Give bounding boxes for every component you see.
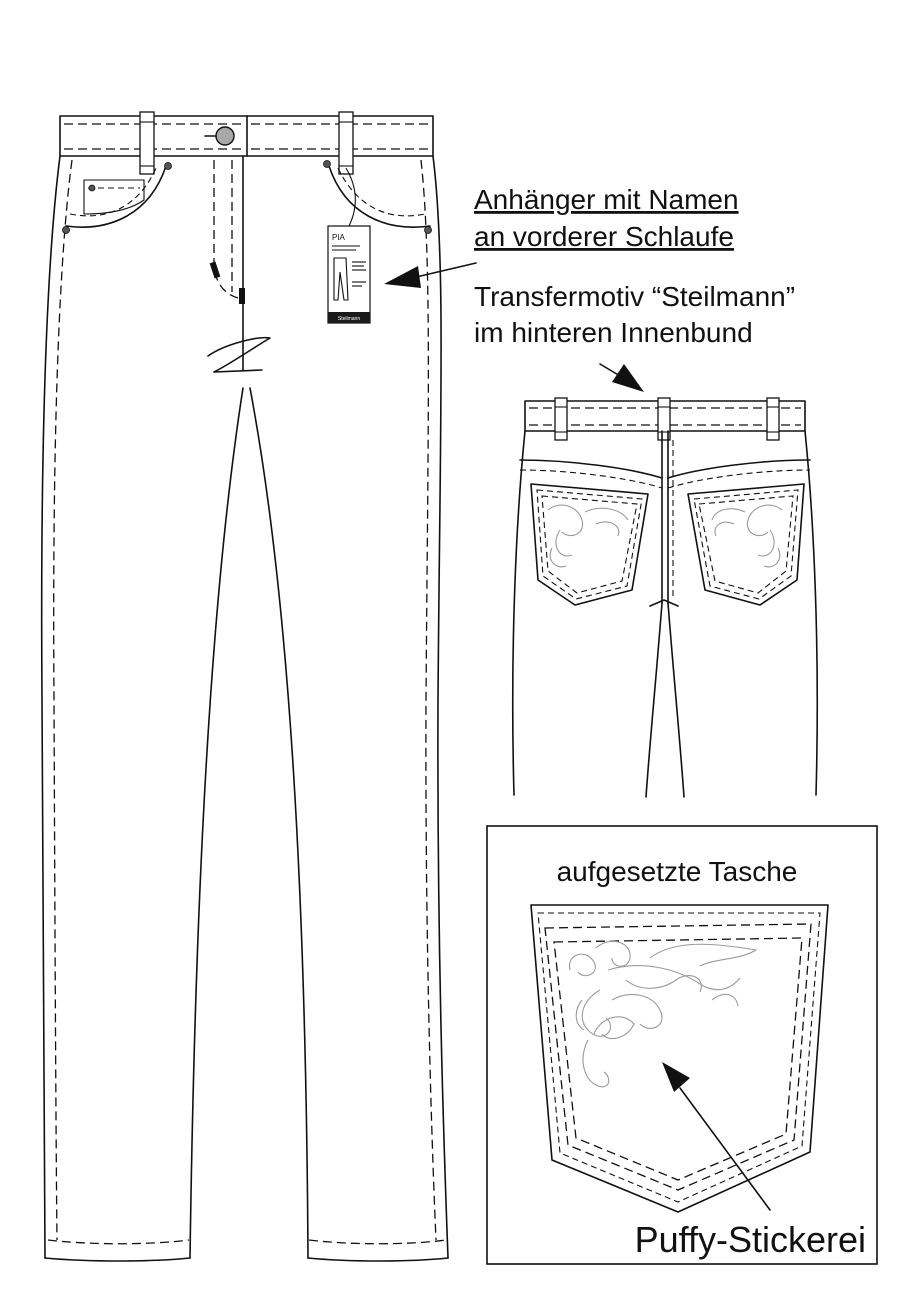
detail-frame xyxy=(486,825,878,1265)
hangtag: PIA Steilmann xyxy=(327,167,371,324)
front-button xyxy=(215,126,235,146)
embroidery-label: Puffy-Stickerei xyxy=(635,1219,866,1260)
front-pocket-left xyxy=(65,165,167,228)
hangtag-arrow-head xyxy=(384,266,421,288)
front-view-trousers: PIA Steilmann xyxy=(40,111,449,1262)
hangtag-name: PIA xyxy=(332,233,346,242)
hangtag-annotation: Anhänger mit Namen an vorderer Schlaufe xyxy=(384,184,739,288)
embroidery-arrow-head xyxy=(662,1062,690,1092)
hangtag-label-line2: an vorderer Schlaufe xyxy=(474,221,734,252)
back-pocket-right xyxy=(687,483,805,606)
hangtag-label-line1: Anhänger mit Namen xyxy=(474,184,739,215)
back-pocket-left xyxy=(530,483,649,606)
transfer-label-line1: Transfermotiv “Steilmann” xyxy=(474,281,795,312)
hangtag-brand: Steilmann xyxy=(338,316,360,322)
pocket-detail-title: aufgesetzte Tasche xyxy=(557,856,798,887)
fly-bartack-1 xyxy=(209,261,221,279)
transfer-arrow-head xyxy=(612,364,644,392)
fly-bartack-2 xyxy=(239,288,245,304)
transfer-label-line2: im hinteren Innenbund xyxy=(474,317,753,348)
back-belt-loop-right xyxy=(766,397,780,441)
transfer-annotation: Transfermotiv “Steilmann” im hinteren In… xyxy=(474,281,795,392)
front-pocket-right xyxy=(328,165,431,228)
patch-pocket-large xyxy=(530,904,829,1213)
back-belt-loop-center xyxy=(657,397,671,441)
back-view-trousers xyxy=(511,397,819,798)
front-belt-loop-right xyxy=(338,111,354,175)
front-belt-loop-left xyxy=(139,111,155,175)
pocket-detail-box: aufgesetzte Tasche Puffy-Stickerei xyxy=(486,825,878,1265)
back-belt-loop-left xyxy=(554,397,568,441)
puffy-embroidery-motif xyxy=(569,940,758,1088)
